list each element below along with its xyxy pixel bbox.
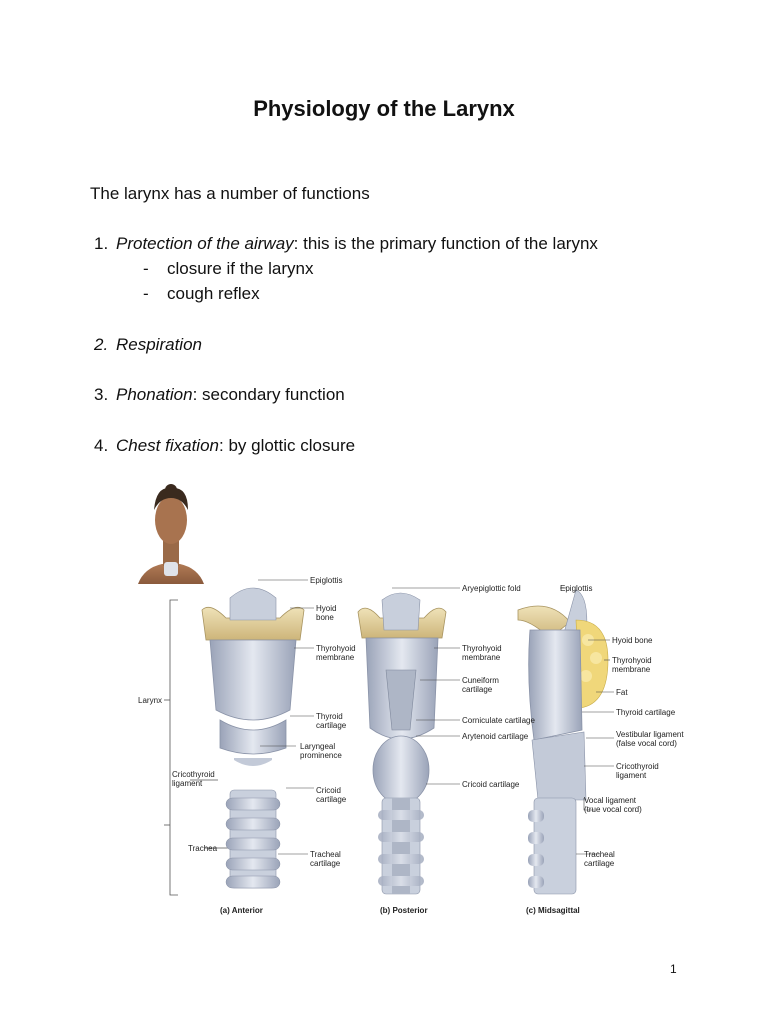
sub-item-text: closure if the larynx bbox=[167, 259, 314, 278]
label-cricoid-cartilage-b: Cricoid cartilage bbox=[462, 780, 520, 789]
caption-midsagittal: (c) Midsagittal bbox=[526, 906, 580, 915]
list-item-3: 3. Phonation: secondary function bbox=[94, 385, 345, 405]
item-number: 4. bbox=[94, 436, 109, 455]
label-hyoid-bone-c: Hyoid bone bbox=[612, 636, 653, 645]
label-epiglottis-c: Epiglottis bbox=[560, 584, 593, 593]
sub-item-dash: - bbox=[143, 259, 149, 278]
label-arytenoid-cartilage: Arytenoid cartilage bbox=[462, 732, 529, 741]
item-term: Protection of the airway bbox=[116, 234, 294, 253]
label-fat: Fat bbox=[616, 688, 628, 697]
label-hyoid-bone-a: Hyoid bone bbox=[316, 604, 337, 622]
midsagittal-view bbox=[517, 589, 609, 895]
item-number: 3. bbox=[94, 385, 109, 404]
label-aryepiglottic-fold: Aryepiglottic fold bbox=[462, 584, 521, 593]
sub-item-1: -closure if the larynx bbox=[143, 259, 313, 279]
head-thumbnail bbox=[138, 480, 204, 584]
label-corniculate-cartilage: Corniculate cartilage bbox=[462, 716, 535, 725]
label-cricoid-cartilage-a: Cricoid cartilage bbox=[316, 786, 347, 804]
label-tracheal-cartilage-c: Tracheal cartilage bbox=[584, 850, 615, 868]
label-thyrohyoid-membrane-c: Thyrohyoid membrane bbox=[612, 656, 652, 674]
label-tracheal-cartilage-a: Tracheal cartilage bbox=[310, 850, 341, 868]
item-number: 1. bbox=[94, 234, 109, 253]
anterior-view bbox=[201, 587, 305, 889]
label-cricothyroid-ligament-c: Cricothyroid ligament bbox=[616, 762, 659, 780]
item-number: 2. bbox=[94, 335, 109, 354]
label-epiglottis-a: Epiglottis bbox=[310, 576, 343, 585]
item-text: : by glottic closure bbox=[219, 436, 356, 455]
label-thyroid-cartilage-a: Thyroid cartilage bbox=[316, 712, 347, 730]
caption-posterior: (b) Posterior bbox=[380, 906, 428, 915]
label-vestibular-ligament: Vestibular ligament (false vocal cord) bbox=[616, 730, 684, 748]
intro-text: The larynx has a number of functions bbox=[90, 184, 370, 203]
label-laryngeal-prominence: Laryngeal prominence bbox=[300, 742, 342, 760]
item-text: : this is the primary function of the la… bbox=[293, 234, 598, 253]
label-trachea: Trachea bbox=[188, 844, 218, 853]
sub-item-2: -cough reflex bbox=[143, 284, 260, 304]
page-number: 1 bbox=[670, 962, 677, 976]
label-larynx: Larynx bbox=[138, 696, 163, 705]
page-title: Physiology of the Larynx bbox=[253, 96, 515, 121]
caption-anterior: (a) Anterior bbox=[220, 906, 263, 915]
leader-lines bbox=[258, 579, 614, 855]
item-term: Chest fixation bbox=[116, 436, 219, 455]
label-cuneiform-cartilage: Cuneiform cartilage bbox=[462, 676, 499, 694]
item-text: : secondary function bbox=[192, 385, 345, 404]
item-term: Respiration bbox=[116, 335, 202, 354]
label-thyroid-cartilage-c: Thyroid cartilage bbox=[616, 708, 676, 717]
sub-item-text: cough reflex bbox=[167, 284, 260, 303]
larynx-figure: Epiglottis Hyoid bone Thyrohyoid membran… bbox=[130, 480, 690, 920]
label-thyrohyoid-membrane-a: Thyrohyoid membrane bbox=[316, 644, 356, 662]
sub-item-dash: - bbox=[143, 284, 149, 303]
posterior-view bbox=[357, 592, 447, 895]
label-vocal-ligament: Vocal ligament (true vocal cord) bbox=[584, 796, 642, 814]
larynx-bracket bbox=[164, 599, 228, 896]
larynx-illustration bbox=[138, 480, 614, 896]
label-thyrohyoid-membrane-b: Thyrohyoid membrane bbox=[462, 644, 502, 662]
label-cricothyroid-ligament-a: Cricothyroid ligament bbox=[172, 770, 215, 788]
item-term: Phonation bbox=[116, 385, 193, 404]
list-item-1: 1. Protection of the airway: this is the … bbox=[94, 234, 598, 254]
list-item-2: 2. Respiration bbox=[94, 335, 202, 355]
list-item-4: 4. Chest fixation: by glottic closure bbox=[94, 436, 355, 456]
